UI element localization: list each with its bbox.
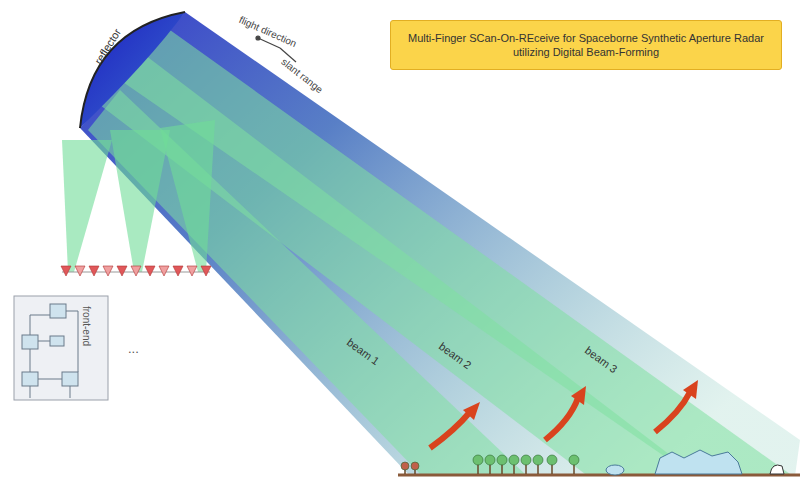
reflector-dish [80, 12, 185, 128]
reflected-beam [80, 12, 800, 476]
feed-element [117, 266, 127, 276]
feed-element [75, 266, 85, 276]
front-end-schematic [22, 304, 78, 398]
feed-element [131, 266, 141, 276]
feed-element [103, 266, 113, 276]
feed-beams [62, 120, 215, 272]
reflector-rim [80, 12, 185, 128]
scan-arrowheads [463, 380, 698, 420]
feed-element [187, 266, 197, 276]
ground-beams [88, 30, 790, 474]
buildings [606, 450, 784, 475]
feed-element [173, 266, 183, 276]
scan-arrows [430, 392, 690, 448]
feed-element [145, 266, 155, 276]
ground-scene [401, 455, 579, 474]
direction-label: flight direction [238, 14, 299, 49]
ellipsis: ... [128, 342, 139, 356]
feed-element [201, 266, 211, 276]
front-end-panel [14, 296, 108, 400]
title-box: Multi-Finger SCan-On-REceive for Spacebo… [390, 20, 782, 70]
front-end-box: front-end [14, 296, 108, 400]
feed-element [159, 266, 169, 276]
title: Multi-Finger SCan-On-REceive for Spacebo… [401, 31, 771, 60]
node-label: front-end [81, 306, 92, 346]
feed-element [61, 266, 71, 276]
feed-element [89, 266, 99, 276]
